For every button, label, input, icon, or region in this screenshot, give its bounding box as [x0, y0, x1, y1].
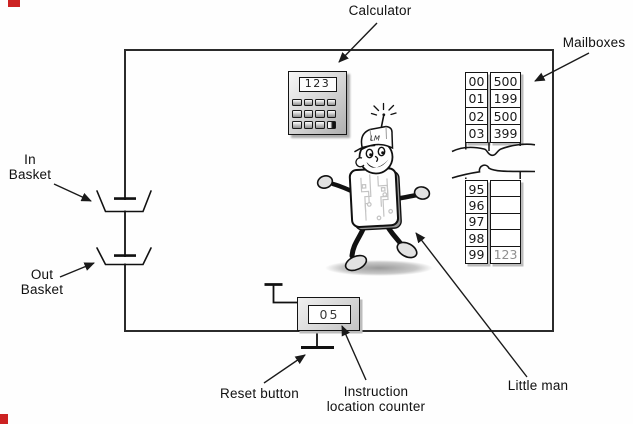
mailbox-address: 02 — [465, 106, 488, 126]
mailbox-row: 96 — [465, 196, 521, 215]
red-artifact-mark-bottom-left — [0, 414, 8, 424]
head — [358, 139, 394, 175]
out-basket-label-line1: Out — [30, 267, 54, 282]
instruction-location-counter: 05 — [297, 297, 360, 331]
antenna-sparkle-icon — [370, 102, 397, 128]
calculator-key — [303, 121, 314, 130]
calculator: 123 — [288, 71, 347, 135]
left-leg — [349, 219, 369, 259]
out-basket-label-line2: Basket — [20, 282, 64, 297]
floor-shadow — [325, 260, 433, 276]
circuit-board-body — [348, 167, 402, 231]
mailbox-row: 99 123 — [465, 245, 521, 264]
mailbox-address: 97 — [465, 212, 488, 231]
torn-edge-lower — [451, 164, 536, 179]
mailbox-address: 96 — [465, 196, 488, 215]
calculator-key — [292, 121, 302, 130]
calculator-key — [315, 121, 325, 130]
torn-edge-upper — [451, 142, 536, 157]
red-artifact-mark-top-left — [8, 0, 20, 7]
mailboxes-arrow — [534, 52, 590, 82]
mailbox-value: 199 — [490, 89, 521, 109]
left-eye — [365, 148, 374, 159]
ilc-label-line1: Instruction — [343, 384, 409, 399]
calculator-key — [326, 98, 337, 107]
reset-button-arrow — [263, 354, 306, 384]
calculator-key — [303, 109, 314, 118]
mailbox-address: 03 — [465, 124, 488, 144]
mailbox-row: 98 — [465, 229, 521, 248]
ear-icon — [355, 157, 365, 168]
right-hand — [413, 186, 431, 200]
calculator-label: Calculator — [348, 3, 412, 18]
in-basket — [96, 190, 152, 213]
cap — [360, 125, 394, 151]
instruction-location-counter-display: 05 — [308, 304, 351, 324]
instruction-location-counter-label: Instruction location counter — [316, 384, 436, 414]
mailboxes-upper-table: 00 500 01 199 02 500 03 399 — [465, 72, 521, 144]
cap-label: LM — [370, 135, 380, 143]
mailbox-row: 00 500 — [465, 72, 521, 91]
in-basket-arrow — [53, 183, 92, 202]
mailbox-value — [490, 212, 521, 231]
left-hand — [316, 175, 334, 189]
right-leg — [382, 219, 406, 250]
ilc-label-line2: location counter — [326, 399, 426, 414]
mailbox-address: 95 — [465, 180, 488, 198]
mailboxes-lower-table: 95 96 97 98 99 123 — [465, 180, 521, 264]
mailbox-value: 123 — [490, 245, 521, 264]
in-basket-label-line2: Basket — [8, 167, 52, 182]
mailbox-value — [490, 180, 521, 198]
in-basket-label: In Basket — [5, 152, 55, 182]
right-eye — [377, 146, 386, 157]
mouth — [366, 159, 389, 168]
mailbox-address: 99 — [465, 245, 488, 264]
calculator-key — [292, 109, 302, 118]
out-basket-label: Out Basket — [17, 267, 67, 297]
mailbox-value — [490, 229, 521, 248]
mailbox-row: 95 — [465, 180, 521, 198]
mailbox-row: 97 — [465, 212, 521, 231]
mailbox-row: 03 399 — [465, 124, 521, 144]
out-basket — [96, 247, 152, 266]
mailbox-value — [490, 196, 521, 215]
left-foot — [344, 254, 368, 272]
calculator-key — [315, 109, 325, 118]
mailbox-value: 500 — [490, 106, 521, 126]
calculator-key — [315, 98, 325, 107]
in-basket-label-line1: In — [24, 152, 36, 167]
mailbox-row: 01 199 — [465, 89, 521, 109]
calculator-key — [326, 121, 337, 130]
circuit-traces — [360, 174, 394, 221]
reset-button-plunger — [301, 331, 334, 349]
right-arm — [391, 192, 420, 202]
mailbox-address: 00 — [465, 72, 488, 91]
calculator-keypad — [292, 98, 337, 130]
mailbox-row: 02 500 — [465, 106, 521, 126]
left-arm — [330, 181, 361, 197]
instruction-location-counter-arrow — [341, 325, 367, 381]
calculator-arrow — [338, 22, 378, 63]
calculator-key — [292, 98, 302, 107]
reset-button-label: Reset button — [220, 386, 299, 401]
mailbox-value: 399 — [490, 124, 521, 144]
right-foot — [396, 241, 418, 259]
calculator-key — [303, 98, 314, 107]
calculator-display: 123 — [298, 77, 337, 92]
mailbox-value: 500 — [490, 72, 521, 91]
little-man-label: Little man — [507, 378, 569, 393]
calculator-key — [326, 109, 337, 118]
mailbox-address: 01 — [465, 89, 488, 109]
counter-lever — [264, 283, 298, 304]
cap-brim — [354, 144, 376, 153]
mailbox-address: 98 — [465, 229, 488, 248]
mailboxes-label: Mailboxes — [562, 35, 626, 50]
